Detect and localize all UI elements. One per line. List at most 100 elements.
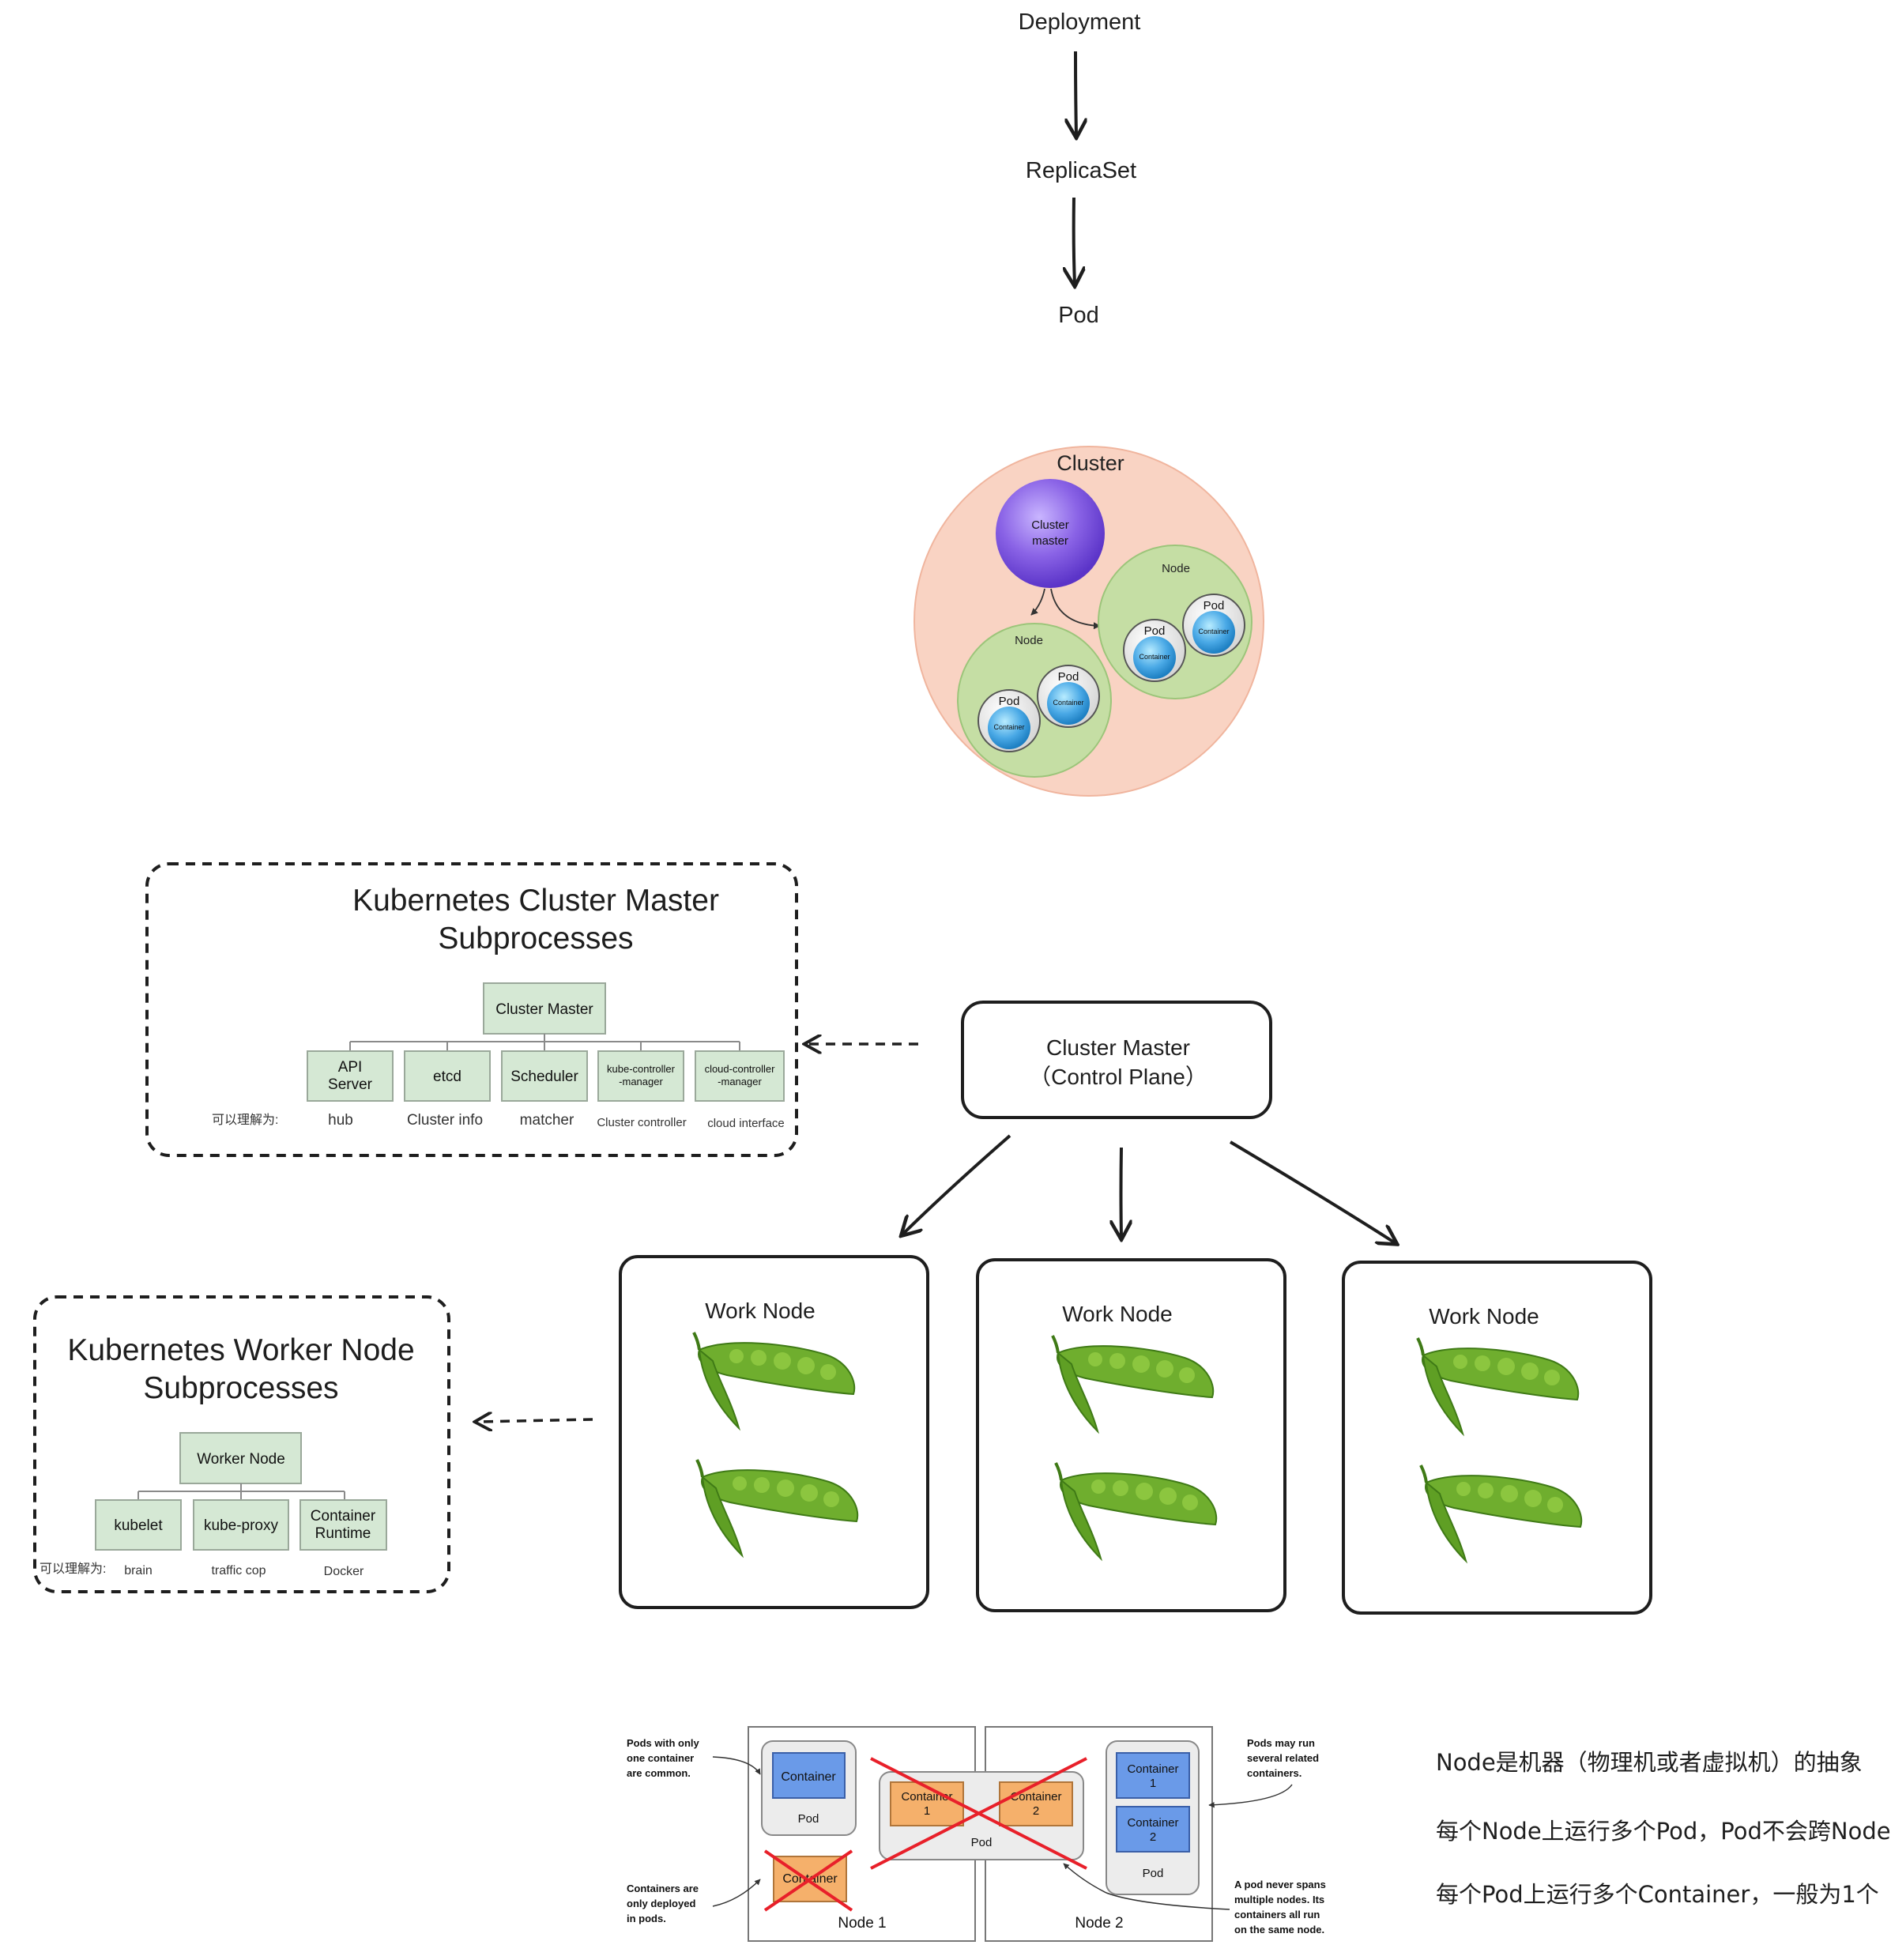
annotation-never-spans: A pod never spans multiple nodes. Its co…	[1234, 1879, 1326, 1936]
worker-node-box-label: Worker Node	[197, 1451, 285, 1468]
replicaset-label: ReplicaSet	[1026, 158, 1136, 183]
work-node: Work Node	[1342, 1261, 1652, 1615]
cloud-controller-manager-desc: cloud interface	[707, 1117, 785, 1130]
annotation-line: on the same node.	[1234, 1924, 1324, 1936]
container-circle	[988, 707, 1030, 749]
worker-understand-as: 可以理解为:	[40, 1562, 106, 1576]
worker-tree-connector	[137, 1483, 345, 1500]
worker-panel-title-2: Subprocesses	[143, 1371, 338, 1405]
deployment-flow: Deployment ReplicaSet Pod	[1019, 9, 1141, 328]
annotation-line: only deployed	[627, 1898, 695, 1909]
annotation-line: multiple nodes. Its	[1234, 1894, 1324, 1905]
container-2-box	[1116, 1806, 1190, 1853]
note-node-abstraction: Node是机器（物理机或者虚拟机）的抽象	[1436, 1749, 1863, 1776]
container-label: Container	[1139, 653, 1170, 661]
annotation-line: containers.	[1247, 1767, 1301, 1779]
container-1-label-2: 1	[924, 1804, 930, 1818]
container-2-label-1: Container	[1010, 1790, 1061, 1804]
annotation-line: Pods may run	[1247, 1737, 1315, 1749]
annotation-pointer	[1063, 1863, 1230, 1910]
container-2-label-2: 2	[1150, 1830, 1156, 1844]
kubelet-desc: brain	[124, 1564, 153, 1577]
annotation-line: one container	[627, 1752, 694, 1764]
cluster-master-label-2: master	[1032, 534, 1068, 548]
annotation-single-container: Pods with only one container are common.	[627, 1737, 699, 1779]
pod-label: Pod	[1204, 599, 1225, 612]
worker-panel-frame	[33, 1295, 450, 1593]
container-2-label-1: Container	[1127, 1816, 1178, 1830]
annotation-line: A pod never spans	[1234, 1879, 1326, 1890]
kube-controller-manager-box	[597, 1050, 684, 1102]
pod-label: Pod	[1144, 624, 1166, 638]
cluster-master-box-label: Cluster Master	[495, 1001, 593, 1018]
master-to-node-a-arrow	[1030, 588, 1045, 616]
container-label: Container	[1053, 699, 1083, 707]
work-node: Work Node	[619, 1255, 929, 1609]
control-plane-label-2: （Control Plane）	[1029, 1065, 1207, 1089]
deployment-label: Deployment	[1019, 9, 1141, 35]
container-runtime-label-2: Runtime	[315, 1525, 371, 1542]
annotation-line: Containers are	[627, 1883, 699, 1894]
master-tree-connector	[349, 1034, 740, 1051]
container-circle	[1192, 611, 1235, 654]
pod-label: Pod	[999, 695, 1020, 708]
kube-proxy-label: kube-proxy	[204, 1517, 278, 1534]
api-server-label-2: Server	[328, 1076, 373, 1093]
worker-node-box	[179, 1432, 302, 1484]
master-understand-as: 可以理解为:	[212, 1113, 278, 1127]
invalid-cross-mark	[763, 1849, 853, 1912]
cluster-master-box	[483, 982, 606, 1035]
pod-label: Pod	[1143, 1867, 1164, 1880]
container-circle	[1133, 636, 1176, 679]
container-runtime-desc: Docker	[324, 1565, 364, 1578]
kube-proxy-desc: traffic cop	[211, 1564, 266, 1577]
container-1-box	[1116, 1752, 1190, 1799]
master-panel-title-1: Kubernetes Cluster Master	[352, 884, 719, 918]
kube-controller-manager-label-1: kube-controller	[607, 1063, 676, 1075]
control-plane-to-work-node-arrow	[1121, 1147, 1122, 1238]
etcd-desc: Cluster info	[407, 1112, 483, 1129]
annotation-line: containers all run	[1234, 1909, 1320, 1920]
cluster-illustration: Cluster Cluster master Node Pod Containe…	[913, 446, 1264, 797]
annotation-line: are common.	[627, 1767, 691, 1779]
cloud-controller-manager-label-1: cloud-controller	[705, 1063, 776, 1075]
api-server-box	[307, 1050, 394, 1102]
pods-figure: Node 1 Node 2 Container Pod Container 1 …	[627, 1726, 1326, 1942]
worker-panel-title-1: Kubernetes Worker Node	[67, 1333, 414, 1367]
container-1-box	[890, 1781, 964, 1826]
cloud-controller-manager-box	[695, 1050, 785, 1102]
cluster-title: Cluster	[1057, 451, 1124, 475]
control-plane-label-1: Cluster Master	[1046, 1035, 1190, 1060]
container-label: Container	[993, 723, 1024, 731]
container-circle	[1047, 682, 1090, 725]
work-node: Work Node	[976, 1258, 1286, 1612]
kube-controller-manager-desc: Cluster controller	[597, 1116, 686, 1129]
kube-controller-manager-label-2: -manager	[619, 1076, 663, 1087]
scheduler-box	[501, 1050, 588, 1102]
container-1-label-2: 1	[1150, 1777, 1156, 1790]
deployment-to-replicaset-arrow	[1075, 51, 1076, 136]
annotation-only-in-pods: Containers are only deployed in pods.	[627, 1883, 699, 1924]
annotation-line: several related	[1247, 1752, 1319, 1764]
scheduler-label: Scheduler	[510, 1069, 578, 1085]
note-containers-per-pod: 每个Pod上运行多个Container，一般为1个	[1436, 1881, 1879, 1908]
node-label: Node	[1015, 634, 1043, 647]
work-node-title: Work Node	[1062, 1302, 1173, 1326]
annotation-line: in pods.	[627, 1913, 666, 1924]
work-node-title: Work Node	[705, 1298, 816, 1323]
master-subprocesses-panel: Kubernetes Cluster Master Subprocesses C…	[145, 862, 798, 1157]
annotation-multi-container: Pods may run several related containers.	[1247, 1737, 1319, 1779]
pod-label: Pod	[971, 1836, 993, 1849]
annotation-line: Pods with only	[627, 1737, 699, 1749]
replicaset-to-pod-arrow	[1074, 197, 1075, 285]
container-runtime-label-1: Container	[311, 1508, 376, 1525]
worker-subprocesses-panel: Kubernetes Worker Node Subprocesses Work…	[33, 1295, 450, 1593]
scheduler-desc: matcher	[520, 1112, 574, 1129]
annotation-pointer	[712, 1756, 761, 1775]
container-label: Container	[1198, 628, 1229, 635]
master-panel-title-2: Subprocesses	[438, 922, 633, 956]
container-1-label-1: Container	[1127, 1762, 1178, 1776]
pod-label: Pod	[1058, 303, 1099, 328]
control-plane-to-work-node-arrow	[1229, 1140, 1396, 1243]
